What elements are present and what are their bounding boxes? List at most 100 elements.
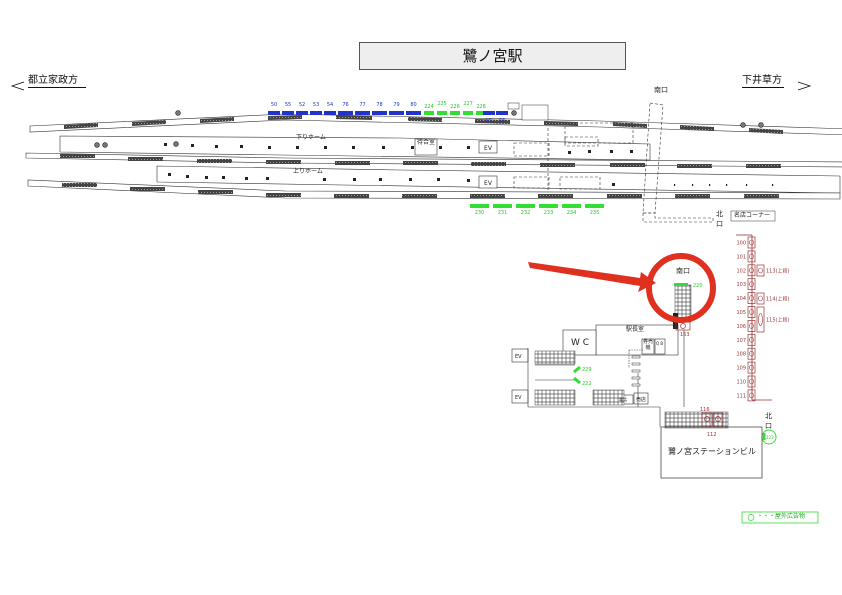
ad-label-55: 55 [285, 102, 291, 108]
shop-corner-label: 名店コーナー [734, 212, 771, 219]
ad-board-234 [562, 204, 581, 208]
up-platform-pillars [168, 173, 615, 186]
north-exit-label-top-2: 口 [716, 220, 723, 228]
direction-left: 都立家政方 [28, 75, 86, 88]
ad-board-50 [268, 111, 280, 115]
upper-ad-light-icon [758, 313, 763, 326]
label-116: 116 [700, 407, 710, 413]
ad-229 [573, 365, 581, 374]
label-112: 112 [707, 432, 717, 438]
wall-ad-108 [747, 347, 756, 360]
wall-ad-106 [747, 320, 756, 332]
label-220: 220 [693, 283, 703, 289]
ad-board-225 [437, 111, 447, 115]
ad-board-78 [372, 111, 387, 115]
ad-board-79 [389, 111, 404, 115]
ad-board-231 [493, 204, 512, 208]
station-building [660, 426, 763, 479]
ad-board-230 [470, 204, 489, 208]
station-building-label: 鷺ノ宮ステーションビル [668, 447, 756, 456]
ad-label-232: 232 [521, 210, 531, 216]
track-3 [27, 179, 841, 200]
wall-ad-light-icon [749, 350, 754, 357]
wall-ad-110 [747, 375, 756, 388]
ad-label-233: 233 [544, 210, 554, 216]
legend-box [741, 511, 819, 524]
wall-ad-label-105: 105 [736, 310, 746, 316]
north-exit-label-1: 北 [765, 412, 772, 420]
upper-ad-light-icon [758, 267, 763, 274]
ad-board-65 [483, 111, 495, 115]
ad-label-227: 227 [463, 101, 473, 107]
wall-ad-label-109: 109 [736, 366, 746, 372]
wall-ad-101 [747, 250, 756, 263]
wall-ad-label-103: 103 [736, 282, 746, 288]
wall-ad-102 [747, 264, 756, 277]
ev-concourse-2-label: EV [515, 395, 522, 401]
wall-ad-light-icon [749, 336, 754, 343]
north-exit-label-top-1: 北 [716, 210, 723, 218]
red-ads-concourse [675, 321, 724, 427]
wall-ad-light-icon [749, 309, 754, 315]
highlight-arrow-icon [528, 262, 656, 292]
upper-ad-2 [756, 306, 765, 333]
ad-board-55 [282, 111, 294, 115]
ad-label-77: 77 [359, 102, 365, 108]
north-exit-label-2: 口 [765, 422, 772, 430]
south-exit-label: 南口 [676, 266, 690, 275]
ad-label-225: 225 [437, 101, 447, 107]
wall-ad-label-110: 110 [736, 380, 746, 386]
ad-label-65: 65 [486, 118, 492, 124]
upper-ad-label-0: 113(上段) [766, 268, 789, 275]
ad-board-54 [324, 111, 336, 115]
south-exit-label-top: 南口 [654, 85, 668, 94]
ad-board-76 [338, 111, 353, 115]
track-1 [29, 113, 842, 136]
wall-ad-label-101: 101 [736, 254, 746, 260]
wall-ad-label-100: 100 [736, 241, 746, 247]
upper-ad-label-1: 114(上段) [766, 296, 789, 303]
ad-board-77 [355, 111, 370, 115]
wall-ad-light-icon [749, 392, 754, 399]
wall-ad-label-108: 108 [736, 352, 746, 358]
wall-ad-109 [747, 361, 756, 374]
outdoor-ad-icon [747, 514, 755, 521]
ad-board-66 [496, 111, 508, 115]
wall-ad-light-icon [749, 239, 754, 246]
upper-ad-1 [756, 292, 765, 305]
shop-label: 売店 [636, 396, 646, 403]
highlight-circle [646, 253, 716, 323]
waiting-room-label: 待合室 [416, 139, 435, 146]
qb-label: Q B [656, 341, 663, 346]
ad-label-228: 228 [476, 104, 486, 110]
ad-label-50: 50 [271, 102, 277, 108]
ev-down-label: EV [484, 145, 493, 152]
wall-ad-label-107: 107 [736, 338, 746, 344]
ev-down [478, 140, 498, 154]
ad-board-224 [424, 111, 434, 115]
phone-label: 電話 [619, 396, 627, 402]
benches [94, 110, 764, 148]
ev-up-label: EV [484, 180, 493, 187]
label-163: 163 [680, 332, 690, 338]
ad-label-78: 78 [376, 102, 382, 108]
wc-label: W C [571, 338, 589, 348]
ad-label-230: 230 [475, 210, 485, 216]
wall-ad-105 [747, 306, 756, 318]
highlight-annotation [528, 253, 716, 323]
upper-ad-light-icon [758, 295, 763, 302]
wall-ad-label-111: 111 [736, 393, 746, 399]
wall-ad-107 [747, 333, 756, 346]
dashed-areas [513, 102, 714, 223]
ad-label-234: 234 [567, 210, 577, 216]
ad-label-76: 76 [342, 102, 348, 108]
upper-ad-0 [756, 264, 765, 277]
ad-board-52 [296, 111, 308, 115]
right-arrow-icon [797, 81, 812, 91]
stairs [534, 284, 729, 429]
ad-board-228 [476, 111, 486, 115]
ad-board-232 [516, 204, 535, 208]
ad-label-52: 52 [299, 102, 305, 108]
page-title: 鷺ノ宮駅 [359, 42, 626, 70]
